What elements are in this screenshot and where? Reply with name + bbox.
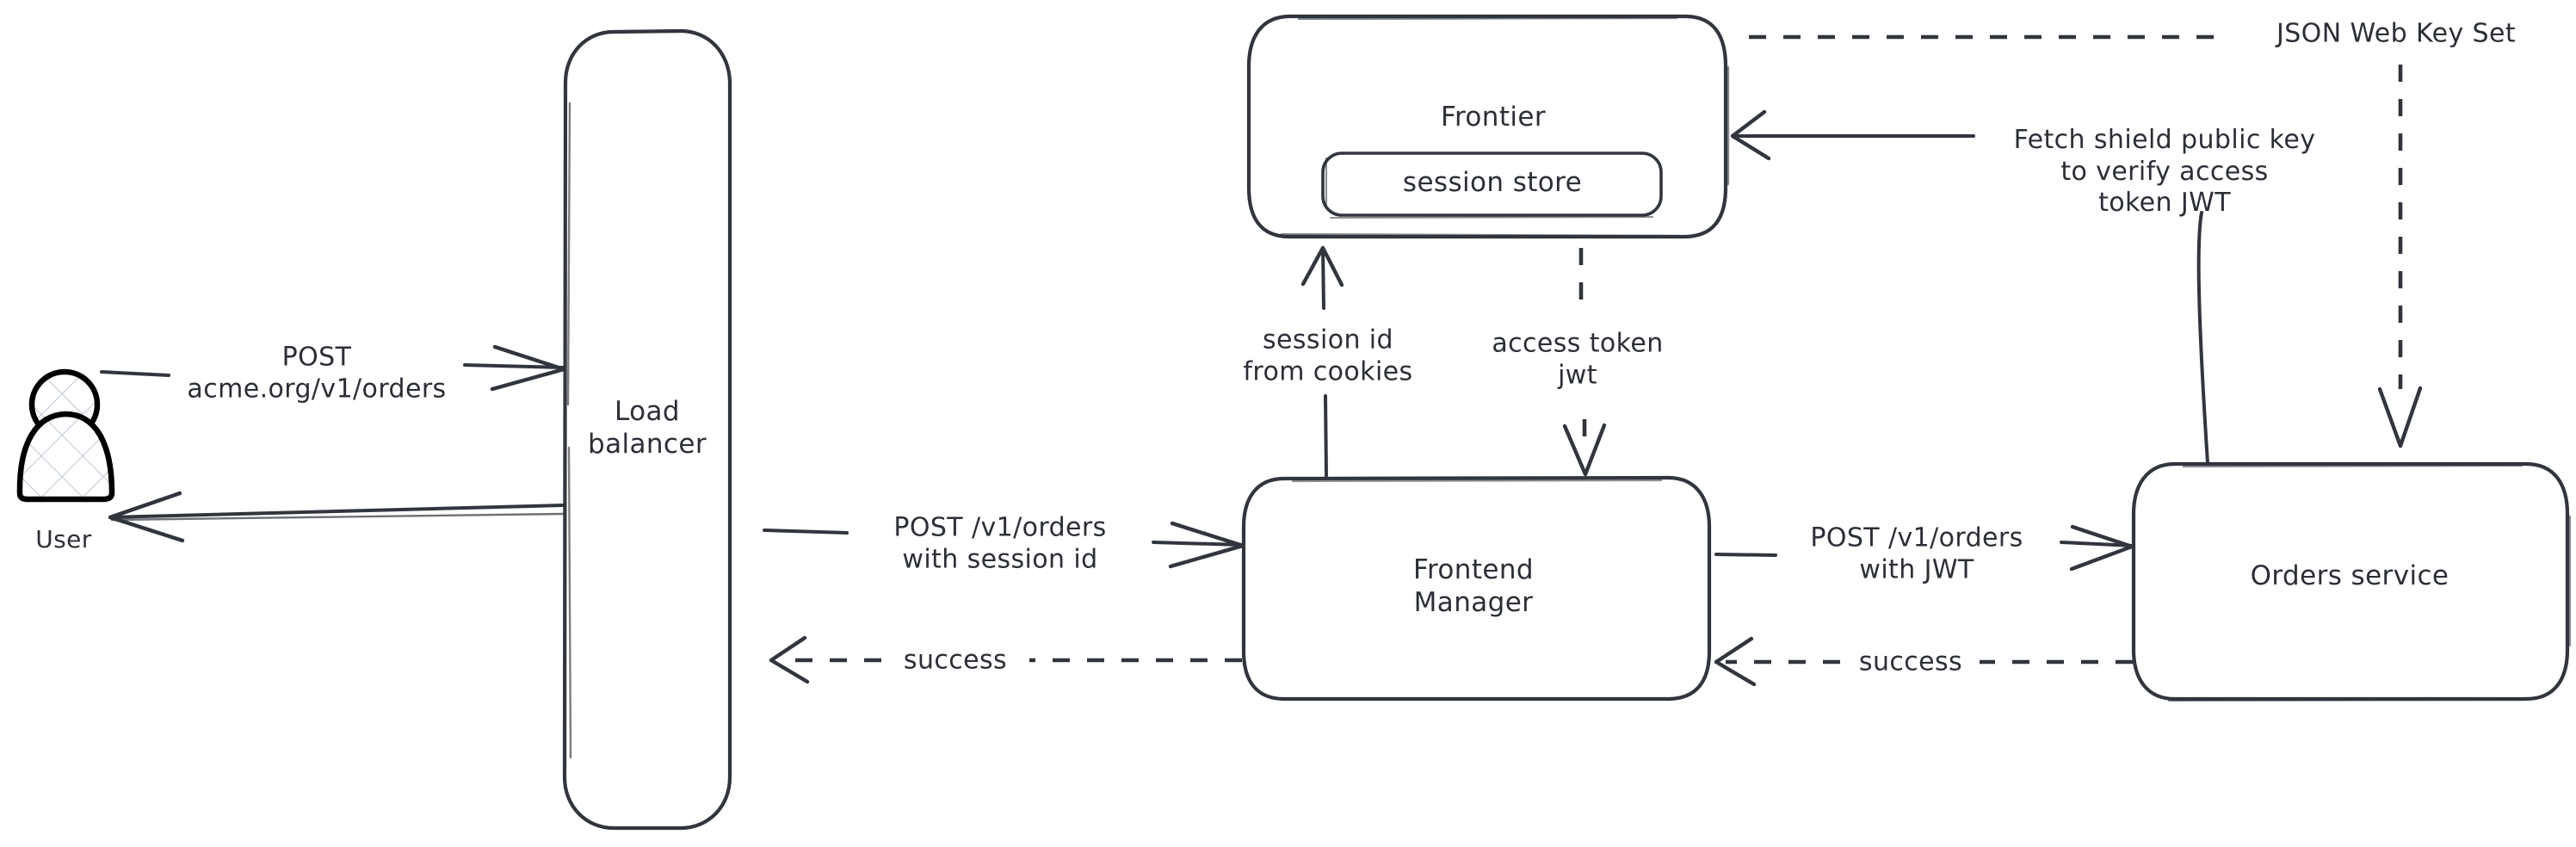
edge-line-curve bbox=[2196, 211, 2209, 465]
frontier-sketch-overlay bbox=[1280, 16, 1730, 238]
arrow-head-right-icon bbox=[2069, 524, 2134, 572]
arrow-head-down-icon bbox=[1562, 423, 1607, 477]
arrow-head-up-icon bbox=[1300, 245, 1344, 287]
orders-service-shape bbox=[2131, 461, 2570, 702]
edge-load-balancer-to-frontend-manager[interactable] bbox=[763, 521, 1245, 569]
edge-line-tail bbox=[2060, 541, 2134, 547]
arrow-head-down-icon bbox=[2377, 386, 2423, 448]
edge-line-tail bbox=[1152, 541, 1244, 547]
frontend-manager-shape bbox=[1241, 475, 1712, 702]
edge-line bbox=[108, 504, 565, 519]
edge-line bbox=[100, 370, 170, 377]
edge-frontend-manager-to-frontier[interactable] bbox=[1300, 245, 1344, 478]
edge-frontier-to-orders-service[interactable] bbox=[1749, 34, 2423, 448]
edge-frontend-manager-to-orders-service[interactable] bbox=[1714, 524, 2134, 572]
node-load-balancer[interactable] bbox=[562, 28, 732, 831]
edge-frontend-manager-to-load-balancer[interactable] bbox=[769, 635, 1242, 684]
arrow-head-left-icon bbox=[769, 635, 810, 684]
load-balancer-shape bbox=[562, 28, 732, 831]
node-orders-service[interactable] bbox=[2131, 461, 2572, 702]
edge-orders-service-to-frontend-manager[interactable] bbox=[1714, 636, 2133, 687]
edge-orders-service-to-frontier[interactable] bbox=[1730, 109, 2209, 465]
edge-user-to-load-balancer[interactable] bbox=[100, 344, 566, 392]
edge-line-second bbox=[110, 512, 565, 522]
session-store-shape bbox=[1321, 151, 1663, 217]
edge-line bbox=[1714, 553, 1777, 557]
arrow-head-left-icon bbox=[108, 491, 185, 543]
node-user[interactable] bbox=[16, 368, 115, 503]
node-frontier[interactable] bbox=[1246, 14, 1730, 239]
edge-line bbox=[763, 529, 849, 535]
arrow-head-right-icon bbox=[1168, 521, 1245, 569]
edge-line bbox=[1324, 394, 1328, 478]
user-body-icon bbox=[16, 411, 115, 503]
edge-load-balancer-to-user[interactable] bbox=[108, 491, 565, 543]
edge-line-tail bbox=[463, 363, 565, 369]
orders-service-sketch-overlay bbox=[2167, 464, 2572, 702]
frontend-manager-sketch-overlay bbox=[1291, 479, 1663, 483]
arrow-head-left-icon bbox=[1714, 636, 1757, 687]
node-frontend-manager[interactable] bbox=[1241, 475, 1712, 702]
node-session-store[interactable] bbox=[1321, 151, 1663, 219]
edge-frontier-to-frontend-manager[interactable] bbox=[1562, 248, 1607, 477]
session-store-sketch-overlay bbox=[1325, 157, 1654, 219]
edge-line-tail bbox=[1321, 246, 1325, 310]
arrow-head-right-icon bbox=[490, 344, 566, 392]
load-balancer-sketch-overlay bbox=[566, 102, 572, 759]
